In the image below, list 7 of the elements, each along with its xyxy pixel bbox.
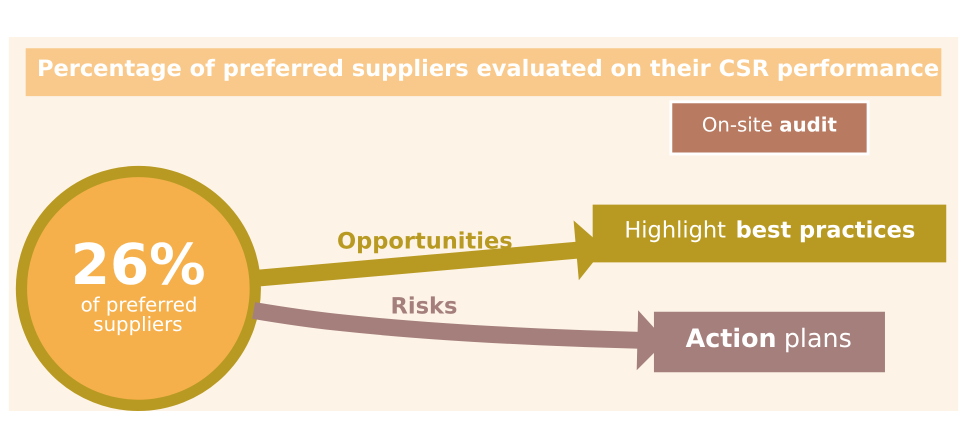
edge-label: Risks <box>390 294 458 320</box>
node-box: On-site audit <box>669 100 870 156</box>
edge-label: Opportunities <box>337 228 513 255</box>
diagram-title: Percentage of preferred suppliers evaluated on their CSR performance <box>36 56 940 82</box>
node-circle: 26% of preferred suppliers <box>16 166 261 411</box>
node-box: Highlight best practices <box>592 204 946 262</box>
node-box: Action plans <box>654 312 885 372</box>
